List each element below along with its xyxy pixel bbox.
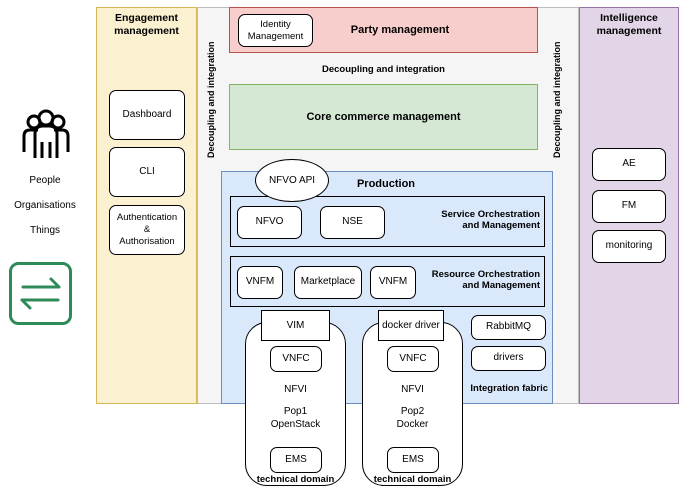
docker-driver-box[interactable]: docker driver	[378, 310, 444, 341]
party-management-panel: Identity Management Party management	[229, 7, 538, 53]
vnfc-box-1[interactable]: VNFC	[270, 346, 322, 372]
nfvi-label: NFVI	[401, 384, 424, 395]
dashboard-box[interactable]: Dashboard	[109, 90, 185, 140]
exchange-arrows-icon	[9, 262, 72, 325]
marketplace-box[interactable]: Marketplace	[294, 266, 362, 299]
service-orchestration-panel: NFVO NSE Service Orchestration and Manag…	[230, 196, 545, 247]
nfvi-label: NFVI	[284, 384, 307, 395]
party-title: Party management	[350, 24, 450, 36]
intelligence-title: Intelligence management	[596, 12, 662, 37]
cli-box[interactable]: CLI	[109, 147, 185, 197]
vnfm-box-2[interactable]: VNFM	[370, 266, 416, 299]
engagement-title: Engagement management	[114, 12, 179, 37]
drivers-box[interactable]: drivers	[471, 346, 546, 371]
resource-orchestration-label: Resource Orchestration and Management	[431, 269, 540, 292]
nfvo-box[interactable]: NFVO	[237, 206, 302, 239]
actor-label-organisations: Organisations	[14, 200, 76, 211]
actor-label-people: People	[29, 175, 61, 186]
monitoring-box[interactable]: monitoring	[592, 230, 666, 263]
authentication-box[interactable]: Authentication & Authorisation	[109, 205, 185, 255]
ae-box[interactable]: AE	[592, 148, 666, 181]
decoupling-label-center: Decoupling and integration	[322, 64, 445, 75]
vnfc-box-2[interactable]: VNFC	[387, 346, 439, 372]
nse-box[interactable]: NSE	[320, 206, 385, 239]
fm-box[interactable]: FM	[592, 190, 666, 223]
resource-orchestration-panel: VNFM Marketplace VNFM Resource Orchestra…	[230, 256, 545, 307]
ems-box-2[interactable]: EMS	[387, 447, 439, 473]
technical-domain-label: technical domain	[373, 474, 452, 485]
technical-domain-label: technical domain	[256, 474, 335, 485]
decoupling-label-right: Decoupling and integration	[552, 41, 562, 159]
production-title: Production	[356, 178, 416, 190]
decoupling-label-left: Decoupling and integration	[206, 41, 216, 159]
pop-label: Pop1 OpenStack	[270, 406, 321, 430]
people-org-icon	[18, 108, 74, 164]
rabbitmq-box[interactable]: RabbitMQ	[471, 315, 546, 340]
core-commerce-panel: Core commerce management	[229, 84, 538, 150]
vim-box[interactable]: VIM	[261, 310, 330, 341]
nfvo-api-ellipse[interactable]: NFVO API	[255, 159, 329, 202]
ems-box-1[interactable]: EMS	[270, 447, 322, 473]
actor-label-things: Things	[29, 225, 60, 236]
intelligence-management-panel: Intelligence management AE FM monitoring	[579, 7, 679, 404]
vnfm-box-1[interactable]: VNFM	[237, 266, 283, 299]
identity-management-box[interactable]: Identity Management	[238, 14, 313, 47]
technical-domain-1: NFVI Pop1 OpenStack technical domain	[245, 322, 346, 486]
pop-label: Pop2 Docker	[396, 406, 429, 430]
service-orchestration-label: Service Orchestration and Management	[441, 209, 540, 232]
engagement-management-panel: Engagement management Dashboard CLI Auth…	[96, 7, 197, 404]
integration-fabric-label: Integration fabric	[470, 383, 548, 394]
